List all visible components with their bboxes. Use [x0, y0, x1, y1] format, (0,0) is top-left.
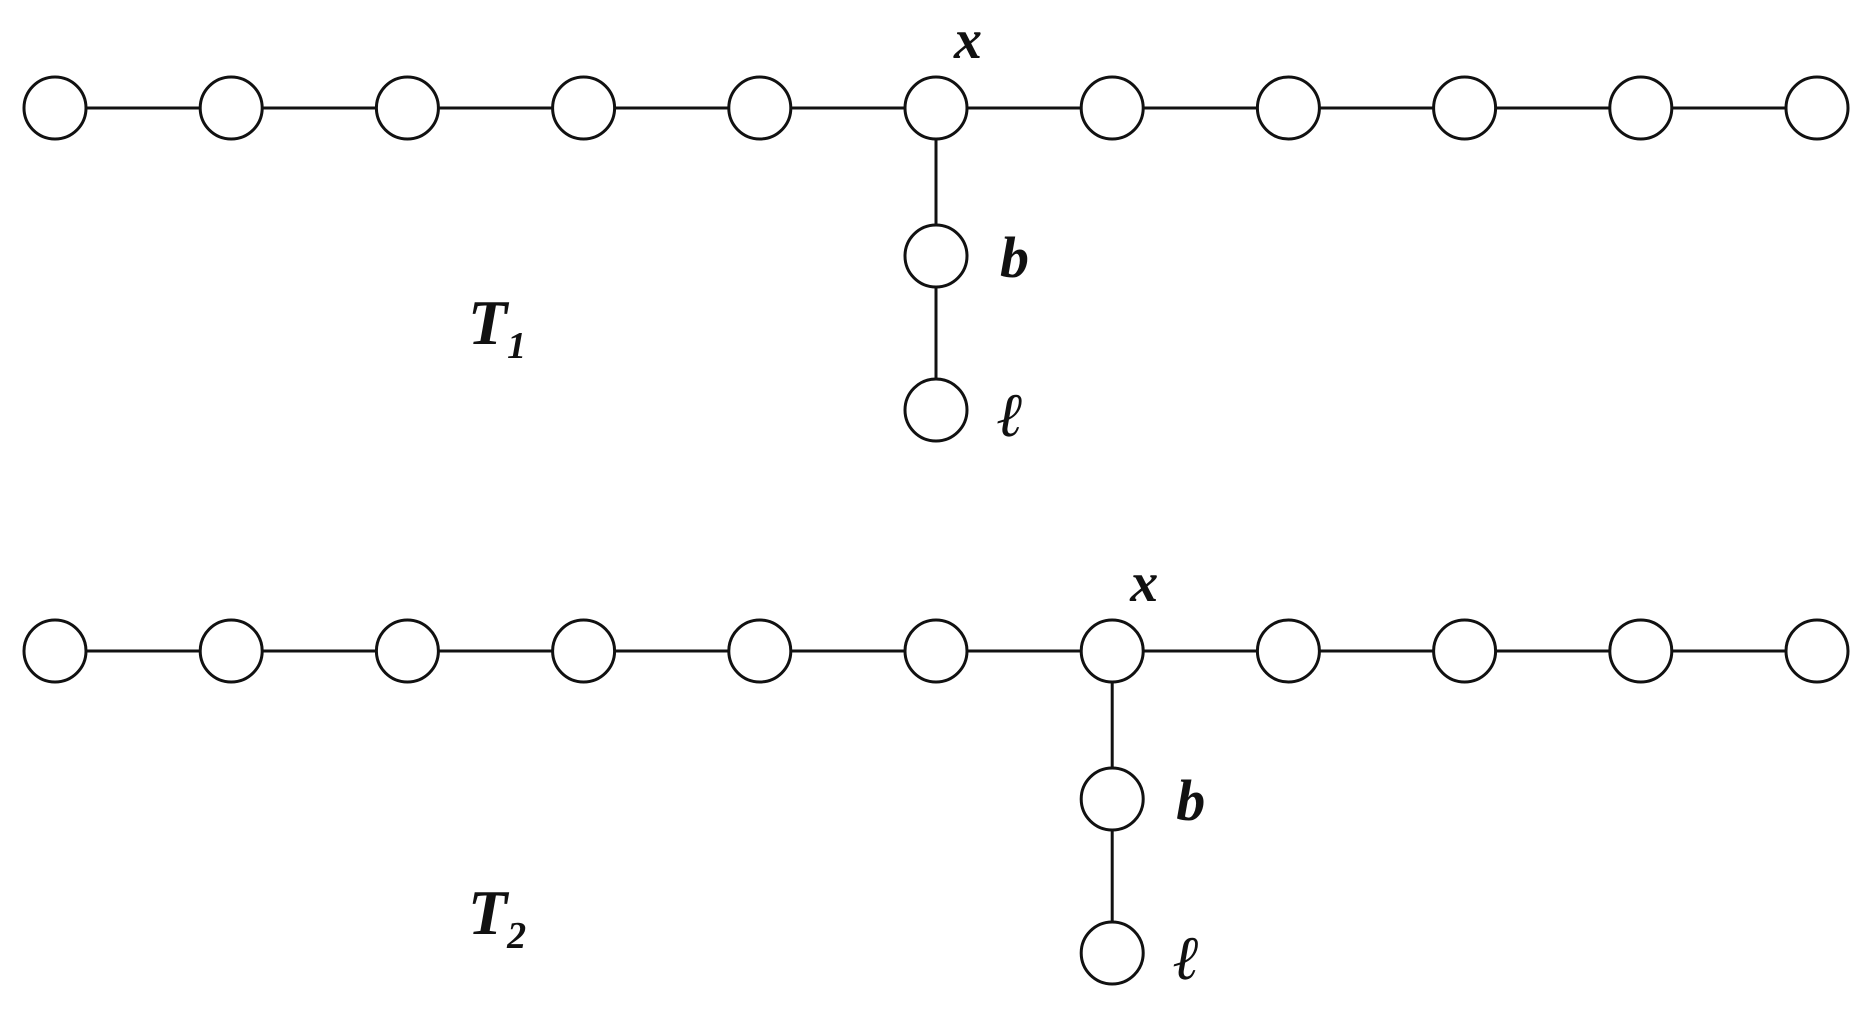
tree-t2: x b ℓ T2	[22, 552, 1850, 994]
path-node	[551, 75, 617, 141]
label-x: x	[953, 9, 982, 71]
path-node	[727, 75, 793, 141]
path-node	[1784, 618, 1850, 684]
path-node	[198, 618, 264, 684]
path-node	[1432, 75, 1498, 141]
path-node	[374, 75, 440, 141]
node-x	[903, 75, 969, 141]
tree-name-subscript: 2	[506, 915, 526, 957]
tree-name-subscript: 1	[507, 325, 526, 367]
path-node	[1255, 75, 1321, 141]
path-node	[1608, 75, 1674, 141]
path-node	[727, 618, 793, 684]
label-leaf: ℓ	[1172, 921, 1198, 994]
node-leaf	[903, 377, 969, 443]
tree-name-label: T1	[468, 287, 526, 367]
tree-name-label: T2	[468, 877, 526, 957]
node-leaf	[1079, 920, 1145, 986]
node-b	[1079, 766, 1145, 832]
path-node	[903, 618, 969, 684]
label-b: b	[1176, 768, 1205, 833]
tree-t1: x b ℓ T1	[22, 9, 1850, 451]
path-node	[22, 618, 88, 684]
path-node	[198, 75, 264, 141]
label-x: x	[1129, 552, 1158, 614]
label-leaf: ℓ	[996, 378, 1022, 451]
path-node	[1255, 618, 1321, 684]
label-b: b	[1000, 225, 1029, 290]
path-node	[1079, 75, 1145, 141]
path-node	[22, 75, 88, 141]
node-b	[903, 223, 969, 289]
path-node	[1608, 618, 1674, 684]
path-node	[374, 618, 440, 684]
path-node	[1784, 75, 1850, 141]
node-x	[1079, 618, 1145, 684]
path-node	[1432, 618, 1498, 684]
path-node	[551, 618, 617, 684]
